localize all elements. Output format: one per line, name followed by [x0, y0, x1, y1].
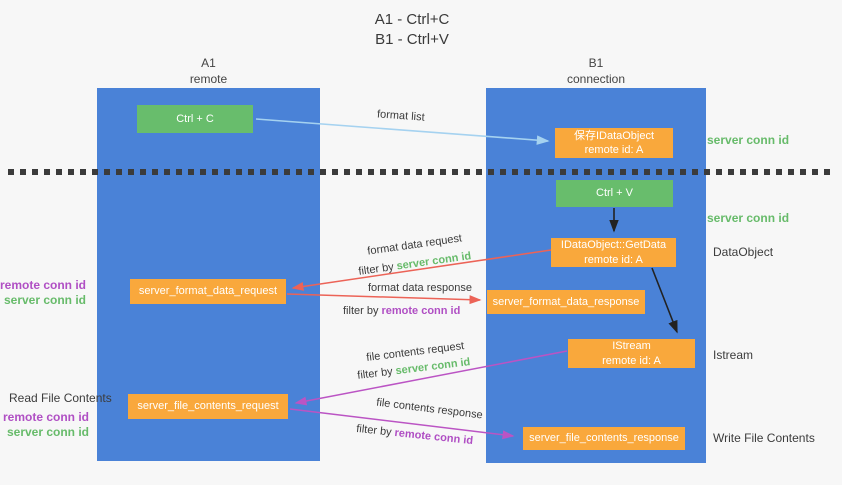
server-conn-id-label-top: server conn id — [707, 133, 790, 147]
getdata-line2: remote id: A — [584, 253, 643, 266]
dotted-divider — [8, 169, 834, 175]
left-conn-id-stack-2: remote conn id server conn id — [0, 410, 89, 440]
server-format-data-request-box: server_format_data_request — [130, 279, 286, 304]
lane-a1-role: remote — [189, 71, 228, 86]
server-conn-id-label-mid: server conn id — [707, 211, 790, 225]
ctrl-v-label: Ctrl + V — [596, 187, 633, 200]
ctrl-c-label: Ctrl + C — [176, 112, 214, 125]
left-conn-id-stack-1: remote conn id server conn id — [0, 278, 86, 308]
server-format-data-request-label: server_format_data_request — [138, 285, 278, 298]
format-list-label: format list — [376, 108, 426, 124]
filter-by-text-2: filter by — [343, 305, 379, 317]
server-format-data-response-box: server_format_data_response — [487, 290, 645, 314]
lane-b1-role: connection — [566, 71, 626, 86]
save-idataobject-line1: 保存IDataObject — [573, 129, 655, 142]
filter-by-text-4: filter by — [355, 422, 393, 439]
title-line-2: B1 - Ctrl+V — [375, 31, 449, 49]
file-contents-response-label: file contents response — [375, 396, 484, 422]
lane-header-b1: B1 connection — [486, 56, 706, 87]
write-file-contents-label: Write File Contents — [713, 431, 815, 445]
diagram-title: A1 - Ctrl+C B1 - Ctrl+V — [300, 10, 524, 51]
istream-box: IStream remote id: A — [568, 339, 695, 368]
server-conn-id-label-1: server conn id — [3, 293, 86, 307]
filter-remote-conn-id-1: remote conn id — [381, 305, 461, 317]
getdata-line1: IDataObject::GetData — [560, 239, 667, 252]
filter-server-conn-id-2: server conn id — [394, 356, 471, 378]
istream-line2: remote id: A — [602, 354, 661, 367]
ctrl-c-box: Ctrl + C — [137, 105, 253, 133]
ctrl-v-box: Ctrl + V — [556, 180, 673, 207]
save-idataobject-line2: remote id: A — [584, 144, 644, 156]
idataobject-getdata-box: IDataObject::GetData remote id: A — [551, 238, 676, 267]
save-idataobject-box: 保存IDataObject remote id: A — [555, 128, 673, 158]
server-file-contents-response-box: server_file_contents_response — [523, 427, 685, 450]
filter-remote-conn-id-2: remote conn id — [393, 426, 474, 448]
remote-conn-id-label-2: remote conn id — [2, 410, 89, 424]
title-line-1: A1 - Ctrl+C — [374, 11, 450, 28]
lane-a1-name: A1 — [201, 56, 216, 70]
istream-line1: IStream — [612, 340, 651, 353]
format-data-response-label: format data response — [368, 282, 472, 294]
istream-side-label: Istream — [713, 348, 754, 362]
read-file-contents-label: Read File Contents — [9, 391, 112, 405]
lane-header-a1: A1 remote — [97, 56, 320, 87]
filter-server-conn-id-1: server conn id — [395, 250, 472, 273]
server-format-data-response-label: server_format_data_response — [492, 295, 640, 308]
filter-by-text-3: filter by — [356, 365, 394, 382]
remote-conn-id-label-1: remote conn id — [0, 278, 87, 292]
server-file-contents-request-label: server_file_contents_request — [137, 400, 279, 413]
lane-b1-name: B1 — [588, 56, 604, 70]
server-file-contents-request-box: server_file_contents_request — [128, 394, 288, 419]
server-file-contents-response-label: server_file_contents_response — [529, 432, 679, 445]
server-conn-id-label-2: server conn id — [6, 425, 89, 439]
filter-by-text-1: filter by — [357, 261, 395, 278]
dataobject-label: DataObject — [713, 245, 774, 259]
